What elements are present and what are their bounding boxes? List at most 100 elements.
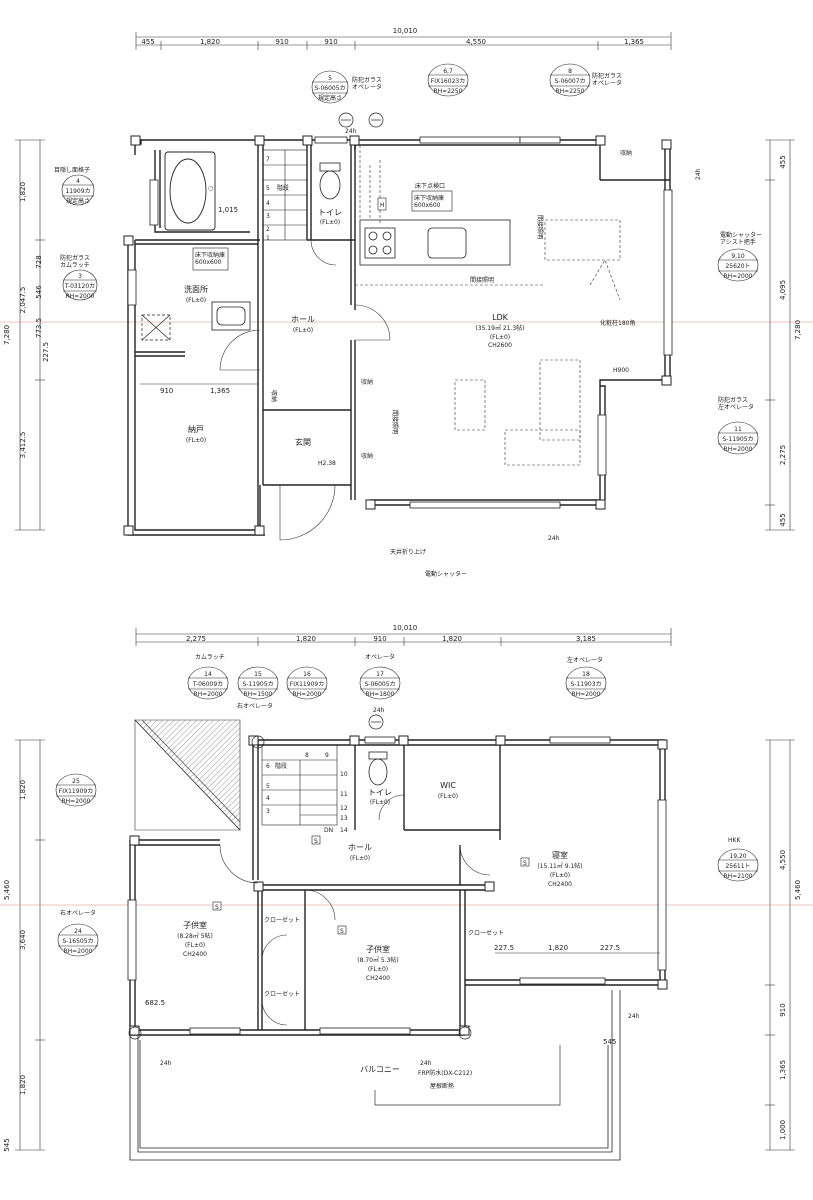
floor1-inner-dim-2: 1,365: [210, 387, 230, 395]
w4-sub: 規定高さ: [66, 197, 90, 205]
s-mark: S: [215, 904, 219, 911]
w67-no: 6,7: [443, 68, 453, 75]
stair-step-num: 14: [340, 827, 348, 834]
floor2-right-dim-3: 1,365: [779, 1060, 787, 1080]
w15-sub: RH=1500: [244, 691, 273, 698]
floor1-h24-right: 24h: [695, 168, 702, 180]
floor1-stairs: [262, 149, 308, 241]
washing-machine-pan-icon: [141, 314, 171, 341]
stair-step-num: 8: [305, 752, 309, 759]
washbasin-icon: [211, 301, 251, 331]
floor2-left-dimensions: [15, 739, 45, 1151]
w14-code: T-06009カ: [192, 681, 223, 688]
floor1-inner-dim-0: 1,015: [218, 206, 238, 214]
floor1-stairs-label: 階段: [277, 184, 289, 192]
floor2-bedroom-ch: CH2400: [548, 881, 572, 888]
floor2-inner-dim-1: 1,820: [548, 944, 568, 952]
w910-sub: RH=2000: [724, 273, 753, 280]
floor2-kids2-name: 子供室: [366, 944, 390, 954]
floor2-wic-name: WIC: [440, 781, 456, 790]
fan-icon: [338, 112, 384, 128]
floor1-walls: [127, 139, 671, 536]
floor2-hall-fl: (FL±0): [350, 855, 370, 862]
floor1-window-tags: 目隠し面格子 4 11909カ 規定高さ 防犯ガラスカムラッチ 3 T-0312…: [54, 63, 762, 455]
floor2: 10,010 2,275 1,820 910 1,820 3,185 1,820…: [0, 624, 813, 1161]
floor2-top-dimensions: [135, 628, 672, 646]
floor2-toilet-name: トイレ: [368, 788, 392, 797]
w11-no: 11: [734, 426, 742, 433]
w67-code: FIX16023カ: [431, 78, 465, 85]
smoke-detector-markers: [212, 835, 530, 935]
w11-sub: RH=2000: [724, 446, 753, 453]
w16-code: FIX11909カ: [290, 681, 324, 688]
floor2-windows: [127, 736, 667, 1035]
floor2-inner-dim-4: 545: [603, 1038, 616, 1046]
floor2-kids1-area: (8.28㎡ 5帖): [177, 932, 213, 940]
w1920-sub: RH=2100: [724, 873, 753, 880]
floor1-hall-name: ホール: [291, 315, 315, 324]
floor1-top-dim-0: 455: [141, 38, 154, 46]
floor1-top-dim-3: 910: [324, 38, 337, 46]
w17-sub: RH=1800: [366, 691, 395, 698]
fan-icon: [368, 714, 384, 730]
floor2-right-dimensions: [765, 739, 795, 1151]
floor2-closet1: クローゼット: [264, 916, 300, 924]
floor1-indirect3: 間接照明: [391, 410, 399, 434]
floor1-ldk-name: LDK: [492, 313, 509, 322]
floor2-h24-d: 24h: [373, 707, 385, 714]
floor1-washroom-fl: (FL±0): [186, 297, 206, 304]
floor1-right-dim-1: 4,095: [779, 280, 787, 300]
floor2-hall-name: ホール: [348, 843, 372, 852]
floor2-bedroom-name: 寝室: [552, 850, 568, 860]
s-mark: S: [314, 838, 318, 845]
floor2-window-tags: カムラッチ 14 T-06009カ RH=2000 15 S-11905カ RH…: [55, 653, 759, 957]
stair-step-num: 11: [340, 791, 348, 798]
floor1-left-dim-3: 2,047.5: [19, 287, 27, 314]
floor1-posts: [123, 135, 672, 536]
floor1-inner-dim-1: 910: [160, 387, 173, 395]
w18-label: 左オペレータ: [567, 656, 603, 664]
floor1-windows: [127, 136, 673, 509]
floor1-right-dim-3: 2,275: [779, 445, 787, 465]
floor2-left-dim-4: 545: [3, 1138, 11, 1151]
floor1-top-dimensions: [135, 32, 672, 50]
w8-no: 8: [568, 68, 572, 75]
w24-sub: RH=2000: [64, 948, 93, 955]
floor1-bath-drain-label: ○: [208, 185, 213, 192]
floor1-underfloor2: 床下点検口: [415, 182, 445, 190]
floor2-kids1-fl: (FL±0): [185, 942, 205, 949]
s-mark: S: [523, 860, 527, 867]
kitchen-counter: [359, 219, 511, 266]
floor2-right-dim-4: 1,000: [779, 1120, 787, 1140]
w15-code: S-11905カ: [242, 681, 273, 688]
w24-label: 右オペレータ: [60, 909, 96, 917]
floor1-left-dim-7: 3,412.5: [19, 432, 27, 459]
floor1-storeroom-name: 納戸: [188, 424, 204, 434]
stair-step-num: 4: [266, 795, 270, 802]
w14-sub: RH=2000: [194, 691, 223, 698]
floor2-stairs: [261, 744, 338, 826]
floor2-balcony: バルコニー: [360, 1065, 400, 1074]
floor1: 10,010 455 1,820 910 910 4,550 1,365 1,8…: [0, 27, 813, 578]
floor1-storage3: 収納: [270, 390, 278, 402]
floor2-top-dim-4: 3,185: [576, 635, 596, 643]
floor1-top-dim-4: 4,550: [466, 38, 486, 46]
floor2-toilet-fl: (FL±0): [370, 799, 390, 806]
w11-code: S-11905カ: [722, 436, 753, 443]
floor1-h-box: [377, 197, 387, 211]
w910-code: 25620ト: [725, 263, 750, 270]
floor2-inner-dim-0: 227.5: [494, 944, 514, 952]
floor2-h24-a: 24h: [160, 1060, 172, 1067]
w8-glass: 防犯ガラスオペレータ: [592, 72, 622, 87]
stair-step-num: 6: [266, 763, 270, 770]
stair-step-num: 5: [266, 185, 270, 192]
floor2-dn: DN: [324, 827, 333, 834]
w14-no: 14: [204, 671, 212, 678]
w4-label: 目隠し面格子: [54, 166, 90, 174]
floor2-frp: FRP防水(DX-C212): [418, 1069, 472, 1077]
w3-code: T-03120カ: [64, 283, 95, 290]
floor2-left-dim-3: 1,820: [19, 1075, 27, 1095]
stair-step-num: 7: [266, 156, 270, 163]
floor1-indirect1: 間接照明: [470, 276, 494, 284]
floor1-left-dim-2: 546: [35, 285, 43, 299]
